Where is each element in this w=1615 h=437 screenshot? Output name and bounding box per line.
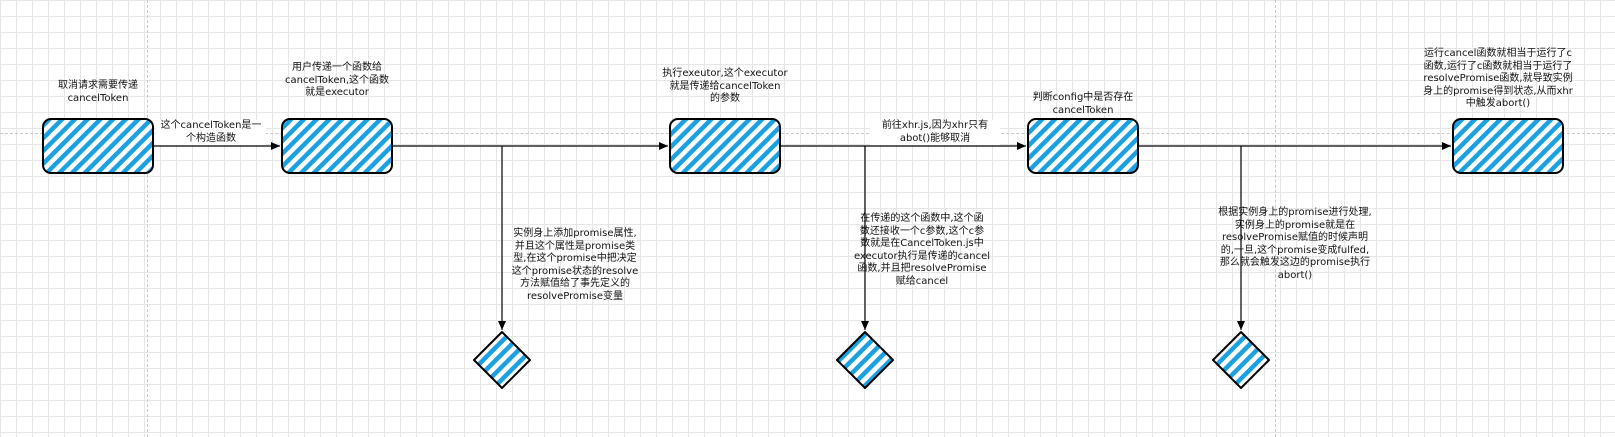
process-box-step-2[interactable]	[281, 118, 393, 174]
end-diamond-3[interactable]	[1212, 331, 1270, 389]
process-box-step-5[interactable]	[1452, 118, 1564, 174]
process-box-step-4[interactable]	[1027, 118, 1139, 174]
guide-line-horizontal	[0, 133, 1615, 134]
process-box-step-3[interactable]	[669, 118, 781, 174]
guide-line-vertical	[147, 0, 148, 437]
process-box-step-1[interactable]	[42, 118, 154, 174]
guide-line-vertical	[1275, 0, 1276, 437]
end-diamond-2[interactable]	[836, 331, 894, 389]
end-diamond-1[interactable]	[473, 331, 531, 389]
